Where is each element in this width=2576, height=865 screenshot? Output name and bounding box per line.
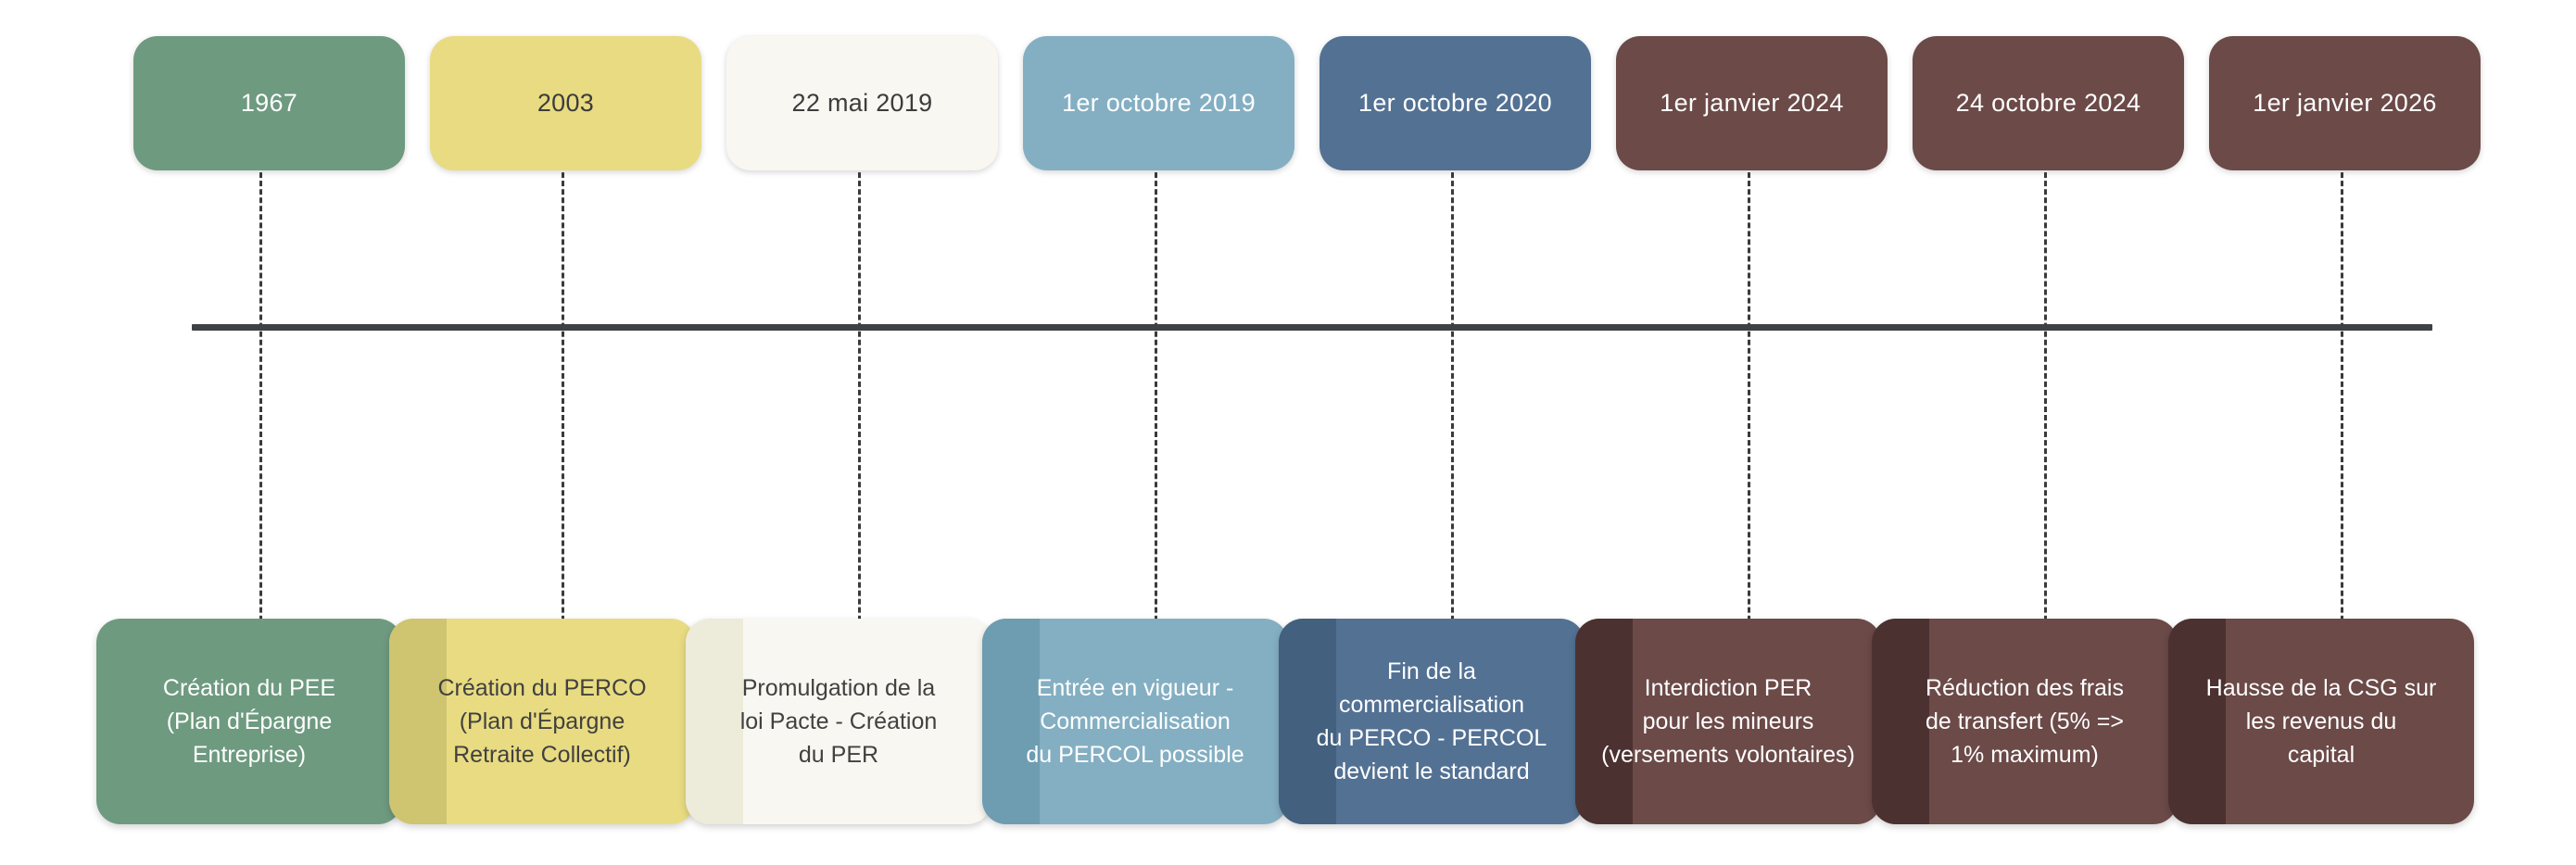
date-label: 1er janvier 2024: [1660, 89, 1844, 118]
card-overlap-lip: [389, 619, 447, 824]
card-overlap-lip: [686, 619, 743, 824]
connector-line-2: [562, 131, 564, 705]
date-label: 2003: [537, 89, 595, 118]
date-card-2[interactable]: 2003: [430, 36, 701, 170]
card-overlap-lip: [1575, 619, 1633, 824]
connector-line-4: [1155, 131, 1157, 705]
card-overlap-lip: [982, 619, 1040, 824]
date-card-8[interactable]: 1er janvier 2026: [2209, 36, 2481, 170]
event-card-2[interactable]: Création du PERCO (Plan d'Épargne Retrai…: [389, 619, 695, 824]
event-card-8[interactable]: Hausse de la CSG sur les revenus du capi…: [2168, 619, 2474, 824]
event-card-3[interactable]: Promulgation de la loi Pacte - Création …: [686, 619, 991, 824]
date-card-3[interactable]: 22 mai 2019: [726, 36, 998, 170]
event-card-7[interactable]: Réduction des frais de transfert (5% => …: [1872, 619, 2178, 824]
connector-line-5: [1451, 131, 1454, 705]
date-label: 22 mai 2019: [791, 89, 933, 118]
connector-line-6: [1748, 131, 1750, 705]
date-card-7[interactable]: 24 octobre 2024: [1913, 36, 2184, 170]
date-card-4[interactable]: 1er octobre 2019: [1023, 36, 1294, 170]
card-overlap-lip: [1279, 619, 1336, 824]
date-card-5[interactable]: 1er octobre 2020: [1320, 36, 1591, 170]
event-description: Entrée en vigueur - Commercialisation du…: [1026, 674, 1244, 769]
event-description: Fin de la commercialisation du PERCO - P…: [1316, 658, 1547, 785]
date-label: 1er octobre 2019: [1062, 89, 1256, 118]
date-label: 1er janvier 2026: [2253, 89, 2437, 118]
timeline-axis: [192, 324, 2432, 331]
event-card-4[interactable]: Entrée en vigueur - Commercialisation du…: [982, 619, 1288, 824]
event-description: Création du PERCO (Plan d'Épargne Retrai…: [437, 674, 647, 769]
event-description: Promulgation de la loi Pacte - Création …: [739, 674, 938, 769]
event-description: Réduction des frais de transfert (5% => …: [1925, 674, 2124, 769]
connector-line-8: [2341, 131, 2343, 705]
event-description: Création du PEE (Plan d'Épargne Entrepri…: [162, 674, 336, 769]
connector-line-7: [2044, 131, 2047, 705]
card-overlap-lip: [1872, 619, 1929, 824]
date-card-1[interactable]: 1967: [133, 36, 405, 170]
event-card-6[interactable]: Interdiction PER pour les mineurs (verse…: [1575, 619, 1881, 824]
event-description: Hausse de la CSG sur les revenus du capi…: [2205, 674, 2437, 769]
connector-line-3: [858, 131, 861, 705]
event-description: Interdiction PER pour les mineurs (verse…: [1601, 674, 1855, 769]
date-label: 1er octobre 2020: [1358, 89, 1552, 118]
date-card-6[interactable]: 1er janvier 2024: [1616, 36, 1888, 170]
date-label: 24 octobre 2024: [1955, 89, 2141, 118]
date-label: 1967: [240, 89, 298, 118]
card-overlap-lip: [2168, 619, 2226, 824]
connector-line-1: [259, 131, 262, 705]
event-card-5[interactable]: Fin de la commercialisation du PERCO - P…: [1279, 619, 1585, 824]
event-card-1[interactable]: Création du PEE (Plan d'Épargne Entrepri…: [96, 619, 402, 824]
